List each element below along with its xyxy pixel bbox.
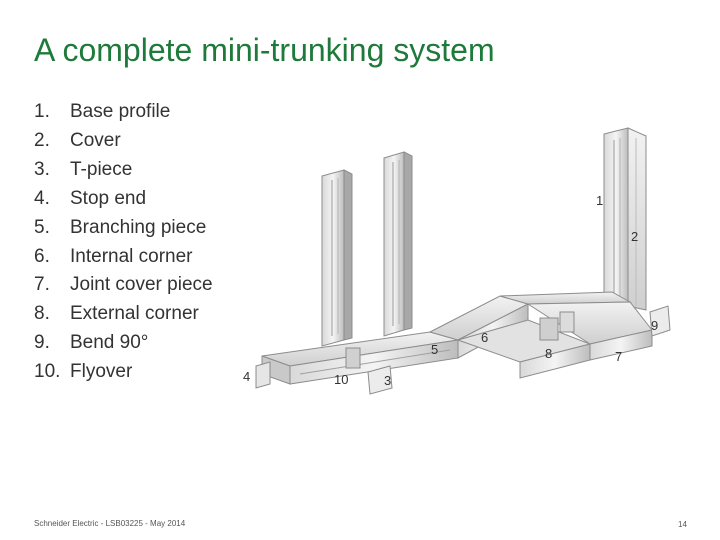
page-number: 14 — [678, 520, 687, 529]
item-number: 7. — [34, 274, 50, 296]
item-label: Bend 90° — [70, 332, 149, 354]
item-label: Stop end — [70, 187, 147, 209]
callout-5: 5 — [431, 342, 439, 357]
list-item: 8. External corner — [34, 300, 213, 329]
list-item: 5. Branching piece — [34, 214, 213, 243]
horizontal-trunking — [261, 291, 653, 385]
callout-1: 1 — [596, 193, 604, 208]
item-label: Base profile — [70, 101, 171, 122]
vertical-profile-middle — [383, 151, 413, 337]
stop-end-piece — [255, 361, 271, 389]
item-label: Branching piece — [70, 216, 207, 238]
item-number: 9. — [34, 332, 50, 354]
list-item: 7. Joint cover piece — [34, 271, 213, 300]
item-label: External corner — [70, 303, 199, 325]
vertical-profile-right — [603, 127, 647, 313]
list-item: 1. Base profile — [34, 98, 213, 127]
callout-3: 3 — [384, 373, 392, 388]
item-label: Joint cover piece — [70, 274, 213, 296]
item-number: 3. — [34, 158, 50, 180]
list-item: 6. Internal corner — [34, 243, 213, 272]
list-item: 3. T-piece — [34, 156, 213, 185]
list-item: 9. Bend 90° — [34, 329, 213, 358]
item-label: Flyover — [70, 361, 133, 383]
item-number: 1. — [34, 101, 50, 122]
item-number: 4. — [34, 187, 50, 209]
callout-8: 8 — [545, 346, 553, 361]
item-number: 10. — [34, 361, 61, 383]
list-item: 10. Flyover — [34, 358, 213, 387]
item-number: 2. — [34, 129, 50, 151]
item-number: 5. — [34, 216, 50, 238]
callout-9: 9 — [651, 318, 659, 333]
callout-7: 7 — [615, 349, 623, 364]
slide-title: A complete mini-trunking system — [34, 32, 495, 68]
callout-4: 4 — [243, 369, 251, 384]
bend-piece-loose — [649, 305, 671, 337]
item-number: 8. — [34, 303, 50, 325]
item-label: T-piece — [70, 158, 133, 180]
vertical-profile-left — [321, 169, 353, 347]
item-number: 6. — [34, 245, 50, 267]
footer-text: Schneider Electric - LSB03225 - May 2014 — [34, 519, 186, 528]
item-label: Internal corner — [70, 245, 193, 267]
parts-list: 1. Base profile 2. Cover 3. T-piece 4. Stop … — [34, 98, 213, 387]
list-item: 4. Stop end — [34, 185, 213, 214]
t-piece-loose — [367, 365, 393, 395]
list-item: 2. Cover — [34, 127, 213, 156]
callout-6: 6 — [481, 330, 489, 345]
callout-10: 10 — [334, 372, 349, 387]
item-label: Cover — [70, 129, 121, 151]
callout-2: 2 — [631, 229, 639, 244]
